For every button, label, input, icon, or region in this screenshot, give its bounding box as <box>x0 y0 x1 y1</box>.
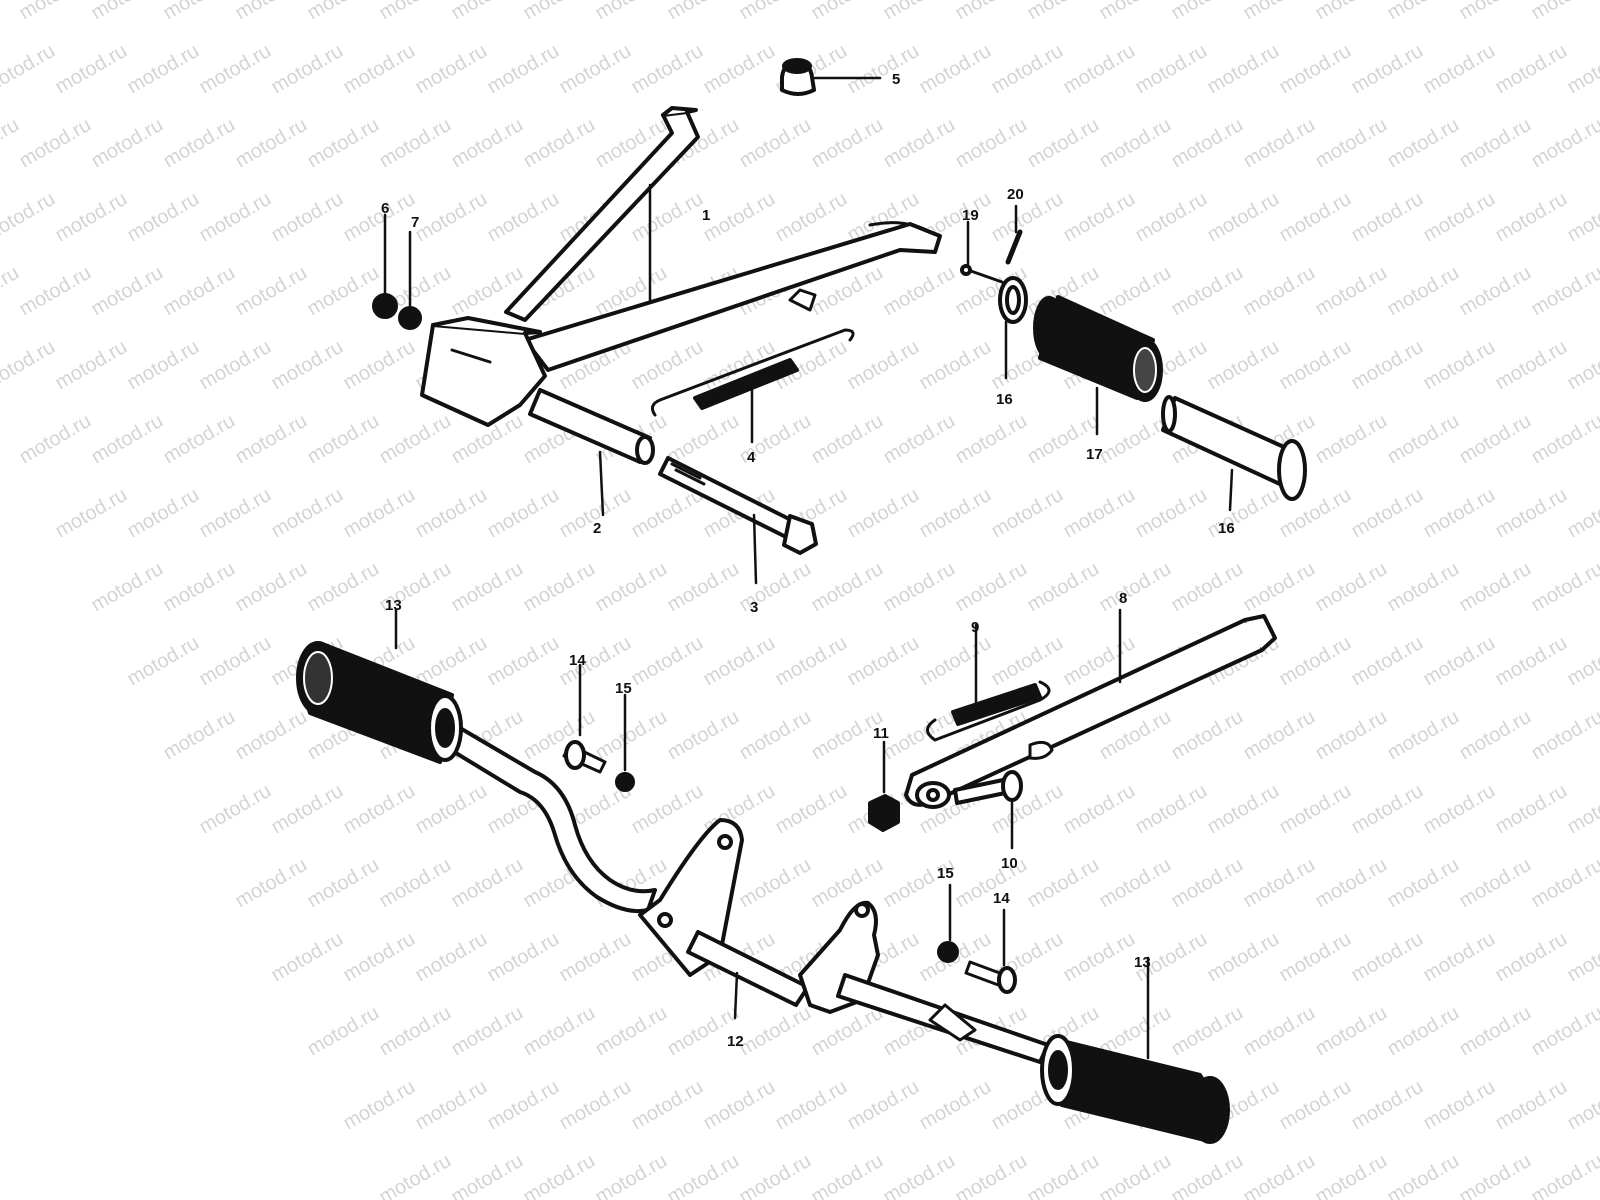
part-11-nut <box>868 740 900 832</box>
part-13-left-rubber <box>296 608 463 764</box>
callout-4: 4 <box>747 449 756 466</box>
part-13-right-rubber <box>1040 956 1230 1144</box>
callout-14-right: 14 <box>993 890 1010 907</box>
callout-15-left: 15 <box>615 680 632 697</box>
part-1-center-stand <box>420 106 942 427</box>
part-9-spring <box>926 623 1051 742</box>
callout-16-washer: 16 <box>996 391 1013 408</box>
callout-8: 8 <box>1119 590 1127 607</box>
callout-10: 10 <box>1001 855 1018 872</box>
callout-13-left: 13 <box>385 597 402 614</box>
callout-17: 17 <box>1086 446 1103 463</box>
callout-20: 20 <box>1007 186 1024 203</box>
part-4-spring <box>650 328 855 444</box>
callout-1: 1 <box>702 207 710 224</box>
callout-9: 9 <box>971 619 979 636</box>
part-14-15-left-fasteners <box>562 663 635 792</box>
part-10-stand-bolt <box>953 770 1023 850</box>
callout-labels: 1 2 3 4 5 6 7 8 9 10 11 12 13 13 14 14 1… <box>381 71 1235 1050</box>
callout-12: 12 <box>727 1033 744 1050</box>
part-6-7-fasteners <box>372 213 422 330</box>
callout-6: 6 <box>381 200 389 217</box>
callout-19: 19 <box>962 207 979 224</box>
callout-14-left: 14 <box>569 652 586 669</box>
part-16-footrest-pin <box>1161 395 1307 512</box>
callout-13-right: 13 <box>1134 954 1151 971</box>
part-19-20-pin-clip <box>960 204 1023 284</box>
part-5-stopper <box>780 58 882 96</box>
part-17-footrest-rubber <box>1033 295 1163 436</box>
part-2-pivot-sleeve <box>528 388 655 517</box>
part-8-side-stand <box>904 608 1277 809</box>
callout-5: 5 <box>892 71 900 88</box>
part-14-15-right-fasteners <box>937 883 1017 994</box>
callout-11: 11 <box>873 725 889 742</box>
callout-15-right: 15 <box>937 865 954 882</box>
callout-16-pin: 16 <box>1218 520 1235 537</box>
callout-7: 7 <box>411 214 419 231</box>
part-16-washer <box>998 276 1028 380</box>
callout-3: 3 <box>750 599 758 616</box>
callout-2: 2 <box>593 520 601 537</box>
part-12-footrest-bar <box>444 726 1050 1064</box>
part-3-pivot-bolt <box>658 456 818 585</box>
